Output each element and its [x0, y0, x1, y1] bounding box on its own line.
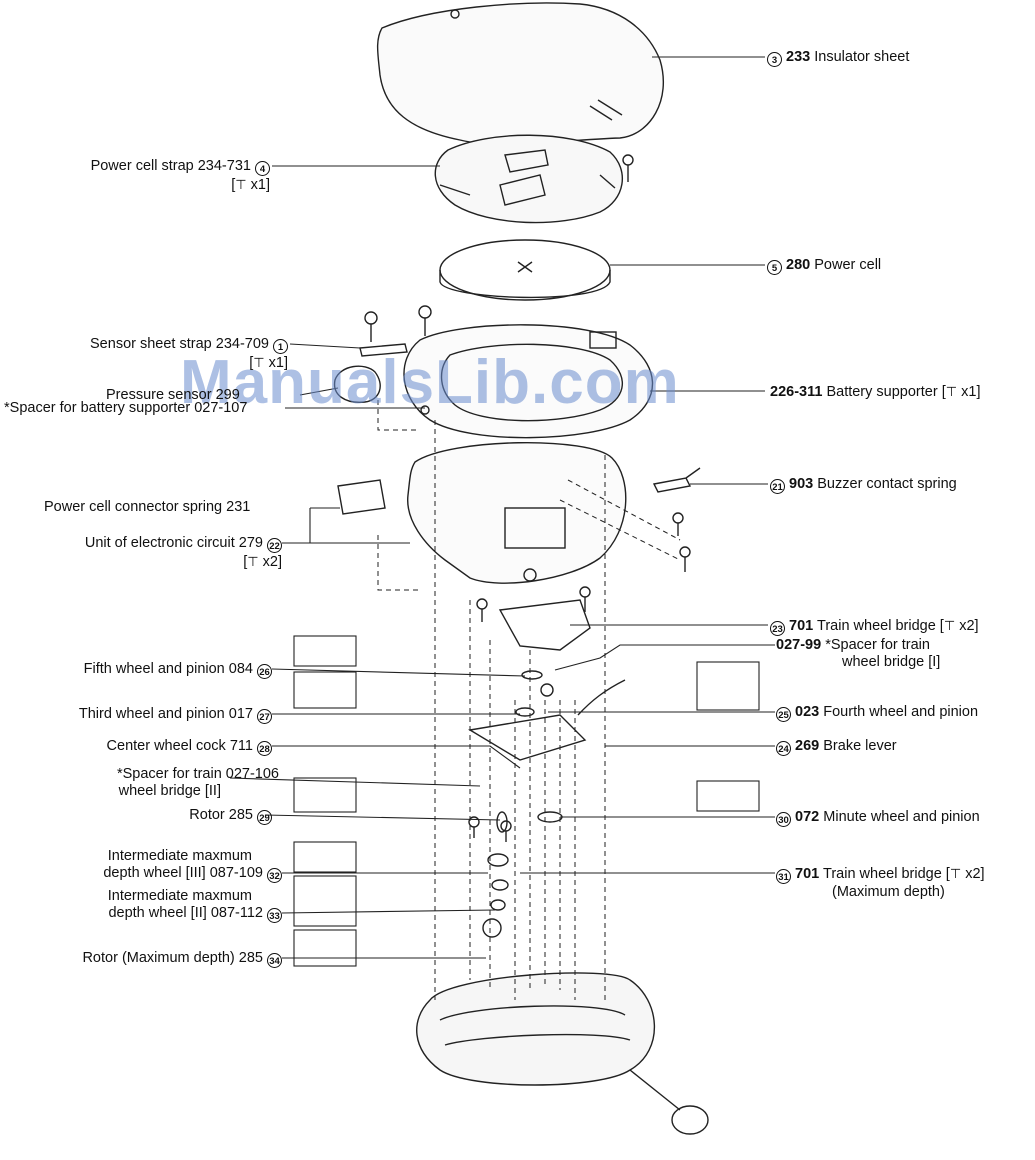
label-fifth-wheel: Fifth wheel and pinion 084 26: [84, 661, 272, 679]
watermark-text: ManualsLib.com: [180, 348, 680, 417]
label-battery-supporter: 226-311 Battery supporter [⊤ x1]: [770, 384, 981, 400]
insulator-sheet-part: [376, 2, 665, 146]
label-buzzer-contact-spring: 21 903 Buzzer contact spring: [770, 476, 957, 494]
electronic-circuit-part: [407, 441, 627, 584]
label-center-wheel-cock: Center wheel cock 711 28: [107, 738, 272, 756]
label-train-wheel-bridge: 23 701 Train wheel bridge [⊤ x2]: [770, 617, 979, 636]
label-third-wheel: Third wheel and pinion 017 27: [79, 706, 272, 724]
battery-supporter-part: [403, 324, 654, 439]
screw-icon: ⊤: [943, 618, 956, 633]
screw-icon: ⊤: [945, 384, 958, 399]
label-minute-wheel: 30 072 Minute wheel and pinion: [776, 809, 980, 827]
label-insulator-sheet: 3 233 Insulator sheet: [767, 49, 909, 67]
movement-base-part: [416, 972, 709, 1135]
label-pressure-sensor: Pressure sensor 299: [106, 387, 240, 403]
label-fourth-wheel: 25 023 Fourth wheel and pinion: [776, 704, 978, 722]
alignment-dashed-lines: [377, 400, 681, 1000]
label-intermediate-wheel-3: Intermediate maxmum depth wheel [III] 08…: [103, 848, 282, 883]
label-power-cell-connector-spring: Power cell connector spring 231: [44, 499, 251, 515]
label-brake-lever: 24 269 Brake lever: [776, 738, 897, 756]
screw-icon: ⊤: [253, 355, 265, 370]
label-power-cell: 5 280 Power cell: [767, 257, 881, 275]
buzzer-contact-spring-part: [652, 467, 701, 493]
label-electronic-circuit: Unit of electronic circuit 279 22 [⊤ x2]: [84, 535, 282, 570]
label-intermediate-wheel-2: Intermediate maxmum depth wheel [II] 087…: [108, 888, 282, 923]
sensor-sheet-strap-part: [359, 343, 408, 357]
pressure-sensor-part: [333, 365, 381, 403]
power-cell-connector-spring-part: [337, 479, 386, 515]
label-rotor: Rotor 285 29: [189, 807, 272, 825]
screw-icon: ⊤: [235, 177, 247, 192]
train-wheel-bridge-part: [498, 599, 591, 651]
screw-icon: ⊤: [949, 866, 962, 881]
leader-lines: [229, 56, 775, 959]
power-cell-strap-part: [434, 134, 634, 224]
reference-boxes: [293, 635, 760, 967]
screw-parts: [364, 305, 691, 842]
label-sensor-sheet-strap: Sensor sheet strap 234-709 1 [⊤ x1]: [90, 336, 288, 371]
label-rotor-max-depth: Rotor (Maximum depth) 285 34: [82, 950, 282, 968]
label-power-cell-strap: Power cell strap 234-731 4 [⊤ x1]: [90, 158, 270, 193]
label-spacer-battery-supporter: *Spacer for battery supporter 027-107: [4, 400, 248, 416]
screw-icon: ⊤: [247, 554, 259, 569]
wheel-parts: [468, 670, 626, 938]
label-train-wheel-bridge-max: 31 701 Train wheel bridge [⊤ x2] (Maximu…: [776, 865, 985, 901]
power-cell-part: [439, 239, 611, 301]
label-spacer-train-wheel-bridge-1: 027-99 *Spacer for train wheel bridge [I…: [776, 637, 941, 670]
label-spacer-train-wheel-bridge-2: *Spacer for train 027-106 wheel bridge […: [116, 766, 279, 799]
